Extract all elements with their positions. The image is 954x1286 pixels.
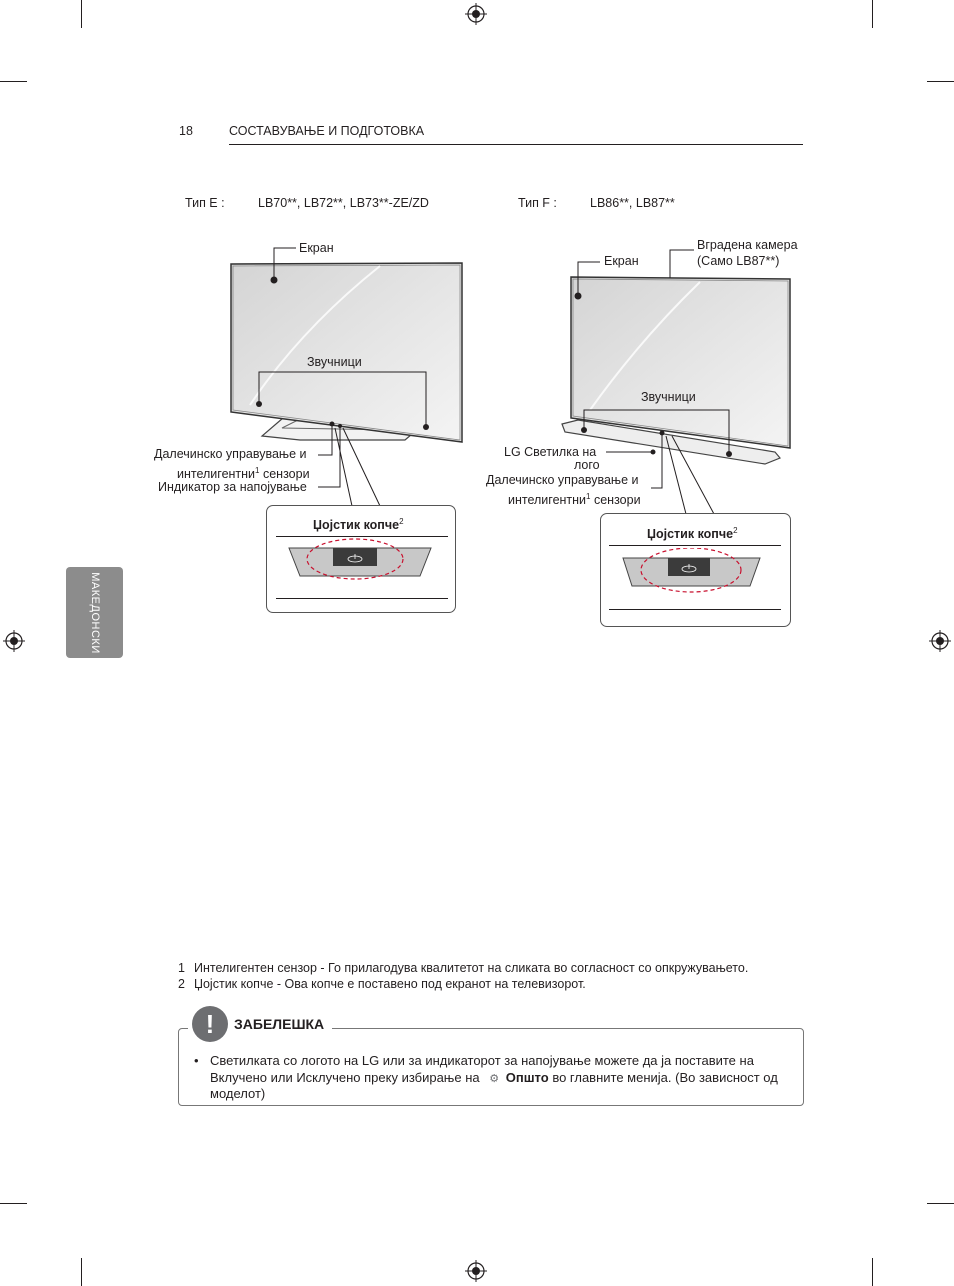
language-tab: МАКЕДОНСКИ <box>66 567 123 658</box>
crop-mark <box>872 0 873 28</box>
settings-icon: ⚙ <box>489 1073 500 1085</box>
type-e-label: Тип E : <box>185 196 225 210</box>
type-f-camera-label-1: Вградена камера <box>697 238 798 252</box>
joystick-box-rule <box>609 609 781 610</box>
note-title: ЗАБЕЛЕШКА <box>234 1016 325 1032</box>
type-e-speakers-label: Звучници <box>307 355 362 369</box>
joystick-box-rule <box>609 545 781 546</box>
crop-mark <box>0 81 27 82</box>
crop-mark <box>81 1258 82 1286</box>
type-e-remote-label-1: Далечинско управување и <box>154 447 307 461</box>
header-rule <box>229 144 803 145</box>
registration-mark-icon <box>465 3 487 25</box>
type-f-joystick-label: Џојстик копче2 <box>647 526 738 542</box>
crop-mark <box>0 1203 27 1204</box>
type-f-label: Тип F : <box>518 196 557 210</box>
note-line-1: Светилката со логото на LG или за индика… <box>210 1053 754 1068</box>
type-f-screen-label: Екран <box>604 254 639 268</box>
footnote-1-number: 1 <box>178 961 185 975</box>
page-number: 18 <box>179 124 193 138</box>
crop-mark <box>927 1203 954 1204</box>
type-e-screen-label: Екран <box>299 241 334 255</box>
joystick-box-rule <box>276 536 448 537</box>
section-title: СОСТАВУВАЊЕ И ПОДГОТОВКА <box>229 124 425 138</box>
type-f-joystick-button-icon[interactable] <box>620 548 770 594</box>
registration-mark-icon <box>929 630 951 652</box>
note-box <box>178 1028 804 1106</box>
registration-mark-icon <box>465 1260 487 1282</box>
type-f-models: LB86**, LB87** <box>590 196 675 210</box>
type-f-speakers-label: Звучници <box>641 390 696 404</box>
footnote-1-text: Интелигентен сензор - Го прилагодува ква… <box>194 961 749 975</box>
type-f-lg-light-label-1: LG Светилка на <box>504 445 597 459</box>
note-line-2: Вклучено или Исклучено преку избирање на… <box>210 1070 778 1085</box>
footnote-2-number: 2 <box>178 977 185 991</box>
registration-mark-icon <box>3 630 25 652</box>
note-header: ! ЗАБЕЛЕШКА <box>188 1006 333 1042</box>
crop-mark <box>872 1258 873 1286</box>
type-f-lg-light-label-2: лого <box>574 458 600 472</box>
exclamation-icon: ! <box>192 1006 228 1042</box>
type-e-models: LB70**, LB72**, LB73**-ZE/ZD <box>258 196 429 210</box>
crop-mark <box>927 81 954 82</box>
general-menu-label: Општо <box>505 1070 549 1085</box>
tv-type-f-illustration <box>561 249 791 515</box>
footnote-2-text: Џојстик копче - Ова копче е поставено по… <box>194 977 586 991</box>
type-f-camera-label-2: (Само LB87**) <box>697 254 780 268</box>
note-bullet: • <box>194 1053 199 1068</box>
type-e-power-indicator-label: Индикатор за напојување <box>158 480 307 494</box>
type-e-joystick-button-icon[interactable] <box>286 538 436 582</box>
tv-type-e-illustration <box>230 247 463 507</box>
type-f-remote-label-1: Далечинско управување и <box>486 473 639 487</box>
crop-mark <box>81 0 82 28</box>
type-f-remote-label-2: интелигентни1 сензори <box>508 492 641 508</box>
note-line-3: моделот) <box>210 1086 266 1101</box>
type-e-remote-label-2: интелигентни1 сензори <box>177 466 310 482</box>
type-e-joystick-label: Џојстик копче2 <box>313 517 404 533</box>
joystick-box-rule <box>276 598 448 599</box>
